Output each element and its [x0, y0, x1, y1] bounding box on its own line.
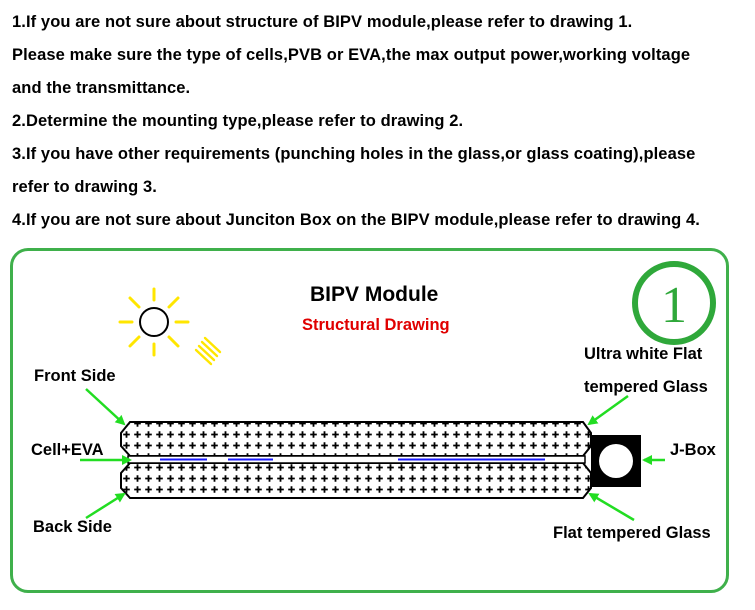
drawing-number: 1 — [661, 277, 687, 334]
flat-tempered-arrow — [588, 492, 635, 522]
j-box-label: J-Box — [670, 441, 716, 459]
junction-box-icon — [591, 435, 641, 487]
sunlight-rays-icon — [194, 336, 222, 366]
diagram-panel — [10, 248, 729, 593]
sun-icon — [118, 287, 190, 357]
front-glass-layer — [120, 421, 592, 457]
instruction-line: 3.If you have other requirements (punchi… — [12, 145, 696, 163]
front-side-arrow — [85, 388, 126, 426]
back-glass-layer — [120, 462, 592, 499]
instruction-line: 4.If you are not sure about Junciton Box… — [12, 211, 700, 229]
flat-tempered-glass-label: Flat tempered Glass — [553, 524, 711, 542]
instruction-line: and the transmittance. — [12, 79, 191, 97]
instruction-line: 1.If you are not sure about structure of… — [12, 13, 633, 31]
ultra-white-glass-label: Ultra white Flat — [584, 345, 703, 363]
back-side-arrow — [85, 492, 126, 520]
ultra-white-glass-label: tempered Glass — [584, 378, 708, 396]
diagram-title: BIPV Module — [310, 283, 439, 306]
instruction-line: Please make sure the type of cells,PVB o… — [12, 46, 691, 64]
ultra-white-arrow — [587, 394, 629, 426]
instruction-line: 2.Determine the mounting type,please ref… — [12, 112, 464, 130]
instruction-line: refer to drawing 3. — [12, 178, 157, 196]
drawing-number-badge: 1 — [632, 261, 716, 345]
instructions-text: 1.If you are not sure about structure of… — [12, 6, 747, 237]
cell-eva-label: Cell+EVA — [31, 441, 104, 459]
back-side-label: Back Side — [33, 518, 112, 536]
diagram-subtitle: Structural Drawing — [302, 316, 450, 334]
front-side-label: Front Side — [34, 367, 116, 385]
